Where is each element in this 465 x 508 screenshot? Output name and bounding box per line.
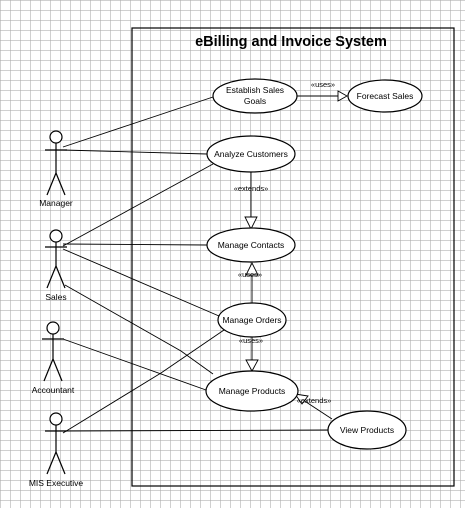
stick-figure-icon: [45, 412, 67, 475]
uses-establish-forecast-label: «uses»: [311, 80, 335, 89]
use-case-analyze-customers[interactable]: Analyze Customers: [206, 135, 296, 173]
use-case-manage-products[interactable]: Manage Products: [205, 370, 299, 412]
uses-orders-products-arrowhead: [245, 359, 259, 372]
extends-analyze-contacts-label: «extends»: [234, 184, 269, 193]
use-case-view-products[interactable]: View Products: [327, 410, 407, 450]
assoc-sales-analyze: [62, 163, 214, 247]
actor-accountant[interactable]: Accountant: [32, 321, 75, 395]
use-case-manage-orders[interactable]: Manage Orders: [217, 302, 287, 338]
stick-figure-icon: [45, 130, 67, 196]
assoc-manager-establish: [62, 95, 217, 148]
uses-orders-contacts-arrowhead: [245, 261, 259, 276]
use-case-forecast-sales[interactable]: Forecast Sales: [347, 79, 423, 113]
stick-figure-icon: [45, 229, 67, 289]
system-title: eBilling and Invoice System: [195, 34, 387, 50]
use-case-label: Goals: [244, 96, 266, 106]
uses-orders-products-label: «uses»: [239, 336, 263, 345]
assoc-mis-view: [62, 429, 331, 432]
associations: [62, 95, 331, 434]
stick-figure-icon: [42, 321, 64, 382]
use-case-label: Analyze Customers: [214, 149, 288, 159]
actor-label: MIS Executive: [29, 478, 84, 488]
assoc-manager-analyze: [62, 149, 208, 155]
extends-view-products-line: [299, 397, 333, 420]
actor-label: Manager: [39, 198, 73, 208]
extends-view-products-arrowhead: [294, 393, 309, 405]
use-case-label: Forecast Sales: [357, 91, 414, 101]
actor-label: Sales: [45, 292, 66, 302]
uses-establish-forecast-arrowhead: [337, 90, 348, 102]
system-boundary: [131, 27, 455, 487]
actor-label: Accountant: [32, 385, 75, 395]
actor-mis-executive[interactable]: MIS Executive: [29, 412, 84, 488]
use-case-label: Manage Orders: [222, 315, 281, 325]
assoc-sales-contacts: [62, 243, 208, 246]
use-case-manage-contacts[interactable]: Manage Contacts: [206, 227, 296, 263]
actor-manager[interactable]: Manager: [39, 130, 73, 208]
use-case-establish-sales-goals[interactable]: Establish Sales Goals: [212, 78, 298, 114]
use-case-label: Establish Sales: [226, 85, 284, 95]
dependencies: «uses» «extends» «uses» «uses» «extends»: [234, 80, 348, 420]
assoc-mis-orders: [62, 329, 225, 434]
use-case-label: Manage Products: [219, 386, 286, 396]
use-case-label: View Products: [340, 425, 394, 435]
assoc-sales-orders: [62, 248, 220, 317]
extends-view-products-label: «extends»: [297, 396, 332, 405]
use-case-label: Manage Contacts: [218, 240, 285, 250]
assoc-accountant-products: [62, 338, 207, 391]
assoc-sales-products: [64, 284, 214, 375]
uses-orders-contacts-label: «uses»: [238, 270, 262, 279]
extends-analyze-contacts-arrowhead: [244, 216, 258, 231]
actor-sales[interactable]: Sales: [45, 229, 67, 302]
